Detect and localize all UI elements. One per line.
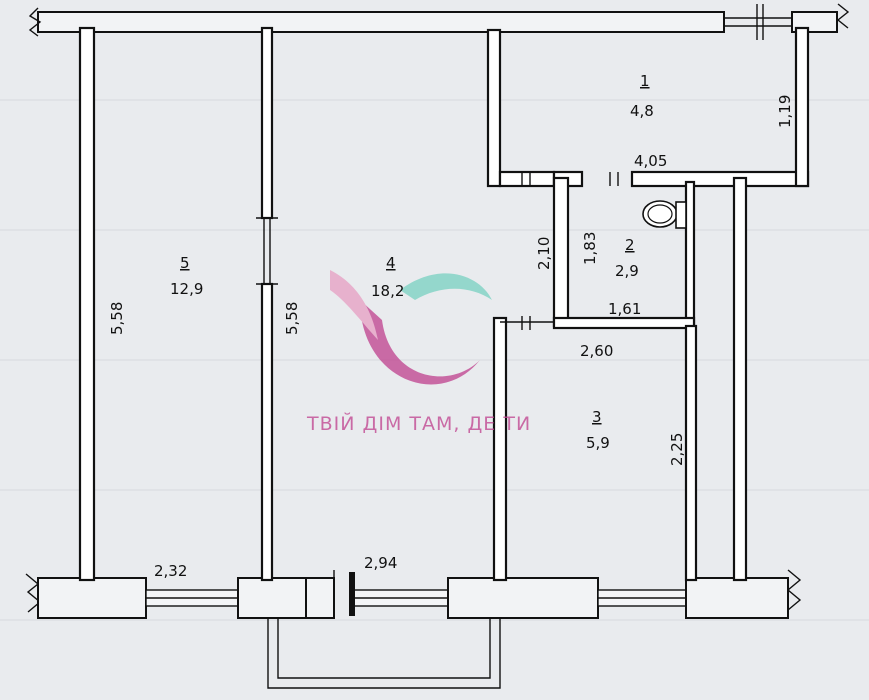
room-5-number: 5 xyxy=(180,254,190,272)
dim-room3-width: 2,60 xyxy=(580,342,613,360)
walls xyxy=(78,26,810,582)
dim-room4-width: 2,94 xyxy=(364,554,397,572)
logo-arc-magenta xyxy=(360,300,480,385)
dim-room4-height: 5,58 xyxy=(283,302,301,335)
dim-room1-height: 1,19 xyxy=(776,95,794,128)
room-4-area: 18,2 xyxy=(371,282,404,300)
room-1-number: 1 xyxy=(640,72,650,90)
room-3-number: 3 xyxy=(592,408,602,426)
toilet-icon xyxy=(642,200,687,229)
room-2-number: 2 xyxy=(625,236,635,254)
dim-room2-height: 1,83 xyxy=(581,232,599,265)
top-exterior-wall xyxy=(28,3,850,40)
bottom-exterior-wall xyxy=(25,569,802,689)
watermark-logo: ТВІЙ ДІМ ТАМ, ДЕ ТИ xyxy=(306,270,531,435)
room-2-area: 2,9 xyxy=(615,262,639,280)
paper-lines xyxy=(0,99,869,621)
room-5-area: 12,9 xyxy=(170,280,203,298)
room-1-area: 4,8 xyxy=(630,102,654,120)
dim-room5-width: 2,32 xyxy=(154,562,187,580)
room-4-number: 4 xyxy=(386,254,396,272)
logo-arc-pink xyxy=(330,270,378,340)
dim-corridor-length: 2,10 xyxy=(535,237,553,270)
logo-arc-teal xyxy=(400,273,492,300)
dim-room1-width: 4,05 xyxy=(634,152,667,170)
watermark-text: ТВІЙ ДІМ ТАМ, ДЕ ТИ xyxy=(306,412,531,435)
room-3-area: 5,9 xyxy=(586,434,610,452)
dim-room3-height: 2,25 xyxy=(668,433,686,466)
dim-room5-height: 5,58 xyxy=(108,302,126,335)
dim-room2-width: 1,61 xyxy=(608,300,641,318)
